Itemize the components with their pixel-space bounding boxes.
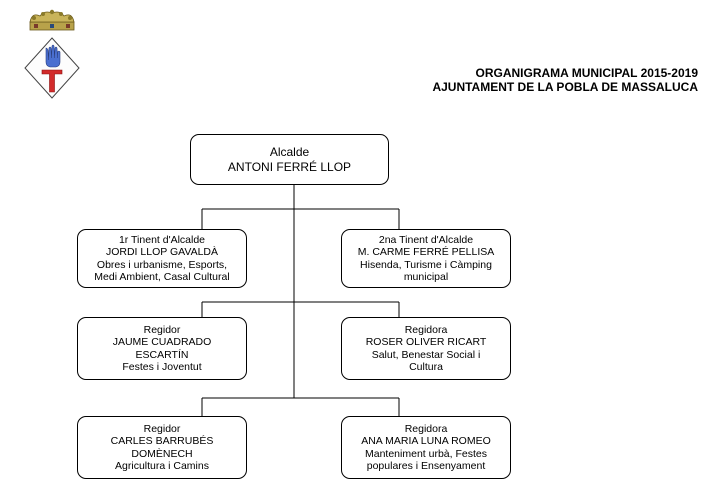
role-label: Alcalde <box>269 145 310 159</box>
chart-title: ORGANIGRAMA MUNICIPAL 2015-2019 <box>475 66 699 80</box>
second-deputy-mayor-box: 2na Tinent d'Alcalde M. CARME FERRÉ PELL… <box>341 229 511 288</box>
person-name: ANA MARIA LUNA ROMEO <box>361 435 491 447</box>
person-name: CARLES BARRUBÉS <box>110 435 214 447</box>
councillor-box-barrubes: Regidor CARLES BARRUBÉS DOMÈNECH Agricul… <box>77 416 247 479</box>
mayor-box: Alcalde ANTONI FERRÉ LLOP <box>190 134 389 185</box>
area-label: Hisenda, Turisme i Càmping <box>360 258 492 271</box>
area-label: Obres i urbanisme, Esports, <box>96 258 228 271</box>
person-name: M. CARME FERRÉ PELLISA <box>357 246 495 258</box>
first-deputy-mayor-box: 1r Tinent d'Alcalde JORDI LLOP GAVALDÀ O… <box>77 229 247 288</box>
role-label: Regidora <box>404 422 448 435</box>
shield-icon <box>24 37 80 99</box>
area-label: Agricultura i Camins <box>115 460 209 472</box>
councillor-box-cuadrado: Regidor JAUME CUADRADO ESCARTÍN Festes i… <box>77 317 247 380</box>
person-name: JAUME CUADRADO <box>112 336 212 348</box>
role-label: Regidor <box>143 323 181 336</box>
area-label: Medi Ambient, Casal Cultural <box>94 271 230 283</box>
role-label: Regidora <box>404 323 448 336</box>
area-label: Manteniment urbà, Festes <box>365 447 487 460</box>
person-name: JORDI LLOP GAVALDÀ <box>105 246 219 258</box>
area-label: municipal <box>403 271 449 283</box>
person-name: ANTONI FERRÉ LLOP <box>227 159 352 174</box>
municipality-name: AJUNTAMENT DE LA POBLA DE MASSALUCA <box>432 80 698 94</box>
councillor-box-luna: Regidora ANA MARIA LUNA ROMEO Mantenimen… <box>341 416 511 479</box>
role-label: 2na Tinent d'Alcalde <box>378 233 474 246</box>
document-header: ORGANIGRAMA MUNICIPAL 2015-2019 AJUNTAME… <box>432 66 698 94</box>
councillor-box-oliver: Regidora ROSER OLIVER RICART Salut, Bene… <box>341 317 511 380</box>
area-label: Festes i Joventut <box>122 361 202 373</box>
area-label: Salut, Benestar Social i <box>371 348 481 361</box>
area-label: populares i Ensenyament <box>366 460 486 472</box>
area-label: Cultura <box>409 361 443 373</box>
role-label: Regidor <box>143 422 181 435</box>
role-label: 1r Tinent d'Alcalde <box>118 233 206 246</box>
crown-icon <box>29 9 75 31</box>
person-name: DOMÈNECH <box>131 447 193 460</box>
person-name: ESCARTÍN <box>135 348 189 361</box>
coat-of-arms-logo <box>24 9 80 99</box>
person-name: ROSER OLIVER RICART <box>365 336 487 348</box>
